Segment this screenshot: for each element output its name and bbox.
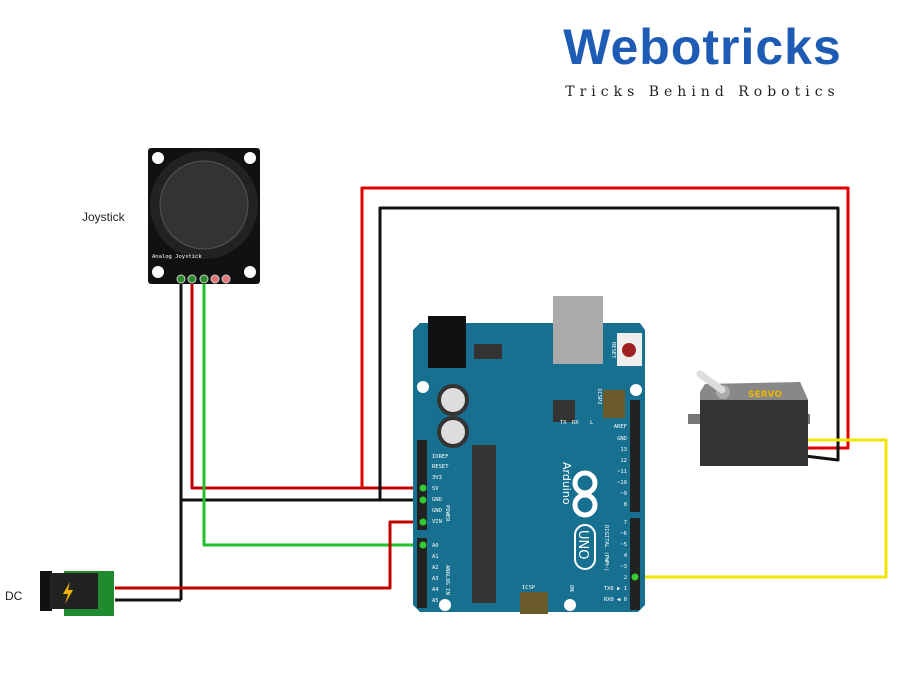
pin-0: RX0 ◀ 0 [604, 597, 627, 603]
wire-servo-gnd [378, 206, 840, 500]
arduino-brand: Arduino [560, 462, 573, 505]
pin-1: TX0 ▶ 1 [604, 586, 627, 592]
wire-servo-power [360, 186, 850, 488]
power-label: POWER [444, 505, 450, 522]
dc-label: DC [5, 589, 23, 603]
arduino-infinity-logo [572, 470, 598, 518]
pin-9: ~9 [620, 491, 627, 497]
servo-label: SERVO [748, 390, 782, 400]
pin-10: ~10 [617, 480, 627, 486]
reset-button[interactable] [622, 343, 636, 357]
pin-a3: A3 [432, 576, 439, 582]
lightning-icon [63, 582, 73, 604]
joystick-module: Analog Joystick [148, 148, 260, 284]
pin-vin: VIN [432, 519, 442, 525]
led-rx: RX [572, 420, 579, 426]
icsp2-label: ICSP2 [596, 388, 602, 405]
wire-dc-positive [115, 520, 423, 590]
joystick-label: Joystick [82, 210, 125, 224]
pin-5: ~5 [620, 542, 627, 548]
pin-a4: A4 [432, 587, 439, 593]
pin-7: 7 [624, 520, 627, 526]
logo-title: Webotricks [563, 19, 842, 75]
dc-jack [40, 571, 114, 616]
analog-label: ANALOG IN [444, 565, 450, 595]
webotricks-logo: Webotricks Tricks Behind Robotics [530, 18, 875, 100]
pin-12: 12 [620, 458, 627, 464]
digital-label: DIGITAL (PWM~) [603, 525, 609, 571]
on-label: ON [568, 585, 574, 592]
arduino-uno: IOREF RESET 3V3 5V GND GND VIN A0 A1 A2 … [413, 296, 645, 614]
wire-joystick-5v [190, 278, 423, 490]
pin-8: 8 [624, 502, 627, 508]
pin-5v: 5V [432, 486, 439, 492]
pin-3: ~3 [620, 564, 627, 570]
pin-a2: A2 [432, 565, 439, 571]
reset-label: RESET [610, 342, 616, 359]
pin-aref: AREF [614, 424, 627, 430]
pin-4: 4 [624, 553, 628, 559]
joystick-knob [159, 160, 249, 250]
joystick-board-text: Analog Joystick [152, 254, 202, 260]
wire-servo-signal [635, 438, 888, 579]
icsp-label: ICSP [522, 585, 536, 591]
pin-gnd-3: GND [617, 436, 627, 442]
pin-ioref: IOREF [432, 454, 449, 460]
led-tx: TX [560, 420, 567, 426]
pin-a5: A5 [432, 598, 439, 604]
pin-11: ~11 [617, 469, 627, 475]
led-l: L [590, 420, 594, 426]
arduino-model: UNO [575, 530, 590, 559]
pin-13: 13 [620, 447, 627, 453]
pin-6: ~6 [620, 531, 627, 537]
servo-motor: SERVO [688, 370, 810, 466]
wire-joystick-vrx [202, 278, 423, 547]
pin-gnd-1: GND [432, 497, 442, 503]
pin-3v3: 3V3 [432, 475, 442, 481]
pin-a0: A0 [432, 543, 439, 549]
pin-gnd-2: GND [432, 508, 442, 514]
pin-reset: RESET [432, 464, 449, 470]
pin-a1: A1 [432, 554, 439, 560]
pin-2: 2 [624, 575, 627, 581]
logo-tagline: Tricks Behind Robotics [565, 84, 840, 100]
